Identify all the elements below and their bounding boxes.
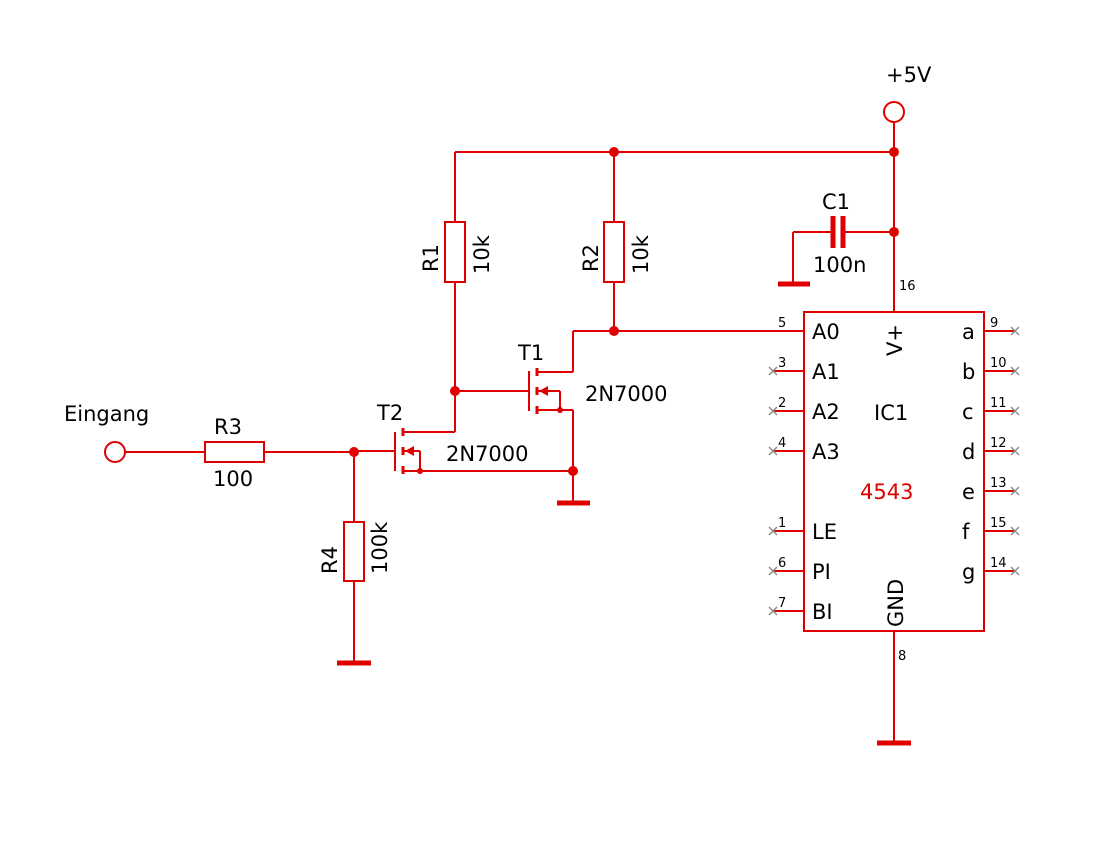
- ic-value: 4543: [860, 480, 913, 504]
- ic-pin-number: 1: [778, 516, 786, 531]
- ic-pin-label: b: [962, 360, 975, 384]
- ic-pin-label: g: [962, 560, 975, 584]
- ic-pin-d: 12 d: [962, 436, 1020, 464]
- ic-pin-b: 10 b: [962, 356, 1020, 384]
- ic-pin-bi: 7 BI: [768, 596, 833, 624]
- resistor-r1: R1 10k: [419, 221, 494, 391]
- t1-name: T1: [517, 341, 544, 365]
- ic-pin-number: 10: [990, 356, 1007, 371]
- ic-pin-label: d: [962, 440, 975, 464]
- mosfet-t1: T1 2N7000: [450, 331, 668, 471]
- ic-pin-label: PI: [812, 560, 831, 584]
- ic-name: IC1: [874, 401, 908, 425]
- ic-pin-number: 13: [990, 476, 1007, 491]
- ic-pin-a3: 4 A3: [768, 436, 840, 464]
- r2-value: 10k: [629, 234, 653, 274]
- ic-pin-number: 15: [990, 516, 1007, 531]
- input-terminal: Eingang: [64, 402, 149, 463]
- ic-pin-number: 2: [778, 396, 786, 411]
- ic-pin-label: A0: [812, 320, 840, 344]
- ic-pin-label: LE: [812, 520, 837, 544]
- ic-pin-f: 15 f: [962, 516, 1020, 544]
- ic-pin-number: 11: [990, 396, 1007, 411]
- vplus-pin-number: 16: [899, 279, 916, 294]
- ic-pin-number: 3: [778, 356, 786, 371]
- t2-value: 2N7000: [446, 442, 529, 466]
- ic-right-pins: 9a 10 b 11 c 12 d 13 e 15 f 14 g: [962, 316, 1020, 584]
- r4-name: R4: [318, 546, 342, 574]
- supply-label: +5V: [886, 63, 932, 87]
- t2-name: T2: [376, 401, 403, 425]
- gnd-pin-number: 8: [898, 649, 906, 664]
- c1-value: 100n: [813, 253, 866, 277]
- r4-value: 100k: [368, 521, 392, 574]
- node-a0: [573, 326, 804, 336]
- ic-pin-number: 4: [778, 436, 786, 451]
- ic-4543: 16 V+ 8 GND IC1 4543 5 A0 3 A1 2 A2 4 A3 1 LE 6 PI 7…: [768, 279, 1020, 746]
- supply-wiring: [454, 122, 899, 312]
- supply-terminal: +5V: [883, 63, 932, 123]
- t1-value: 2N7000: [585, 382, 668, 406]
- ic-pin-number: 5: [778, 316, 786, 331]
- resistor-r4: R4 100k: [318, 452, 392, 666]
- capacitor-c1: C1 100n: [778, 190, 899, 287]
- ic-pin-a: 9a: [962, 316, 1020, 344]
- vplus-label: V+: [883, 324, 907, 356]
- input-label: Eingang: [64, 402, 149, 426]
- r2-name: R2: [579, 244, 603, 272]
- ic-pin-label: f: [962, 520, 970, 544]
- ic-pin-number: 14: [990, 556, 1007, 571]
- ic-pin-le: 1 LE: [768, 516, 837, 544]
- ic-pin-label: A2: [812, 400, 840, 424]
- ic-pin-label: A1: [812, 360, 840, 384]
- r3-value: 100: [213, 467, 253, 491]
- mosfet-t2: T2 2N7000: [354, 391, 590, 506]
- ic-pin-number: 12: [990, 436, 1007, 451]
- resistor-r3: R3 100: [125, 415, 359, 491]
- r1-value: 10k: [470, 234, 494, 274]
- ic-pin-a1: 3 A1: [768, 356, 840, 384]
- ic-pin-a2: 2 A2: [768, 396, 840, 424]
- ic-pin-label: e: [962, 480, 975, 504]
- ic-pin-label: BI: [812, 600, 833, 624]
- ic-pin-e: 13 e: [962, 476, 1020, 504]
- ic-pin-label: A3: [812, 440, 840, 464]
- resistor-r2: R2 10k: [579, 221, 653, 331]
- ic-pin-g: 14 g: [962, 556, 1020, 584]
- ic-pin-number: 9: [990, 316, 998, 331]
- ic-pin-pi: 6 PI: [768, 556, 831, 584]
- c1-name: C1: [822, 190, 850, 214]
- r1-name: R1: [419, 244, 443, 272]
- ic-pin-label: c: [962, 400, 974, 424]
- ic-pin-c: 11 c: [962, 396, 1020, 424]
- ic-pin-number: 6: [778, 556, 786, 571]
- ic-left-pins: 5 A0 3 A1 2 A2 4 A3 1 LE 6 PI 7 BI: [768, 316, 840, 624]
- gnd-label: GND: [884, 579, 908, 627]
- ic-pin-label: a: [962, 320, 975, 344]
- ic-pin-a0: 5 A0: [773, 316, 840, 344]
- ic-pin-number: 7: [778, 596, 786, 611]
- r3-name: R3: [214, 415, 242, 439]
